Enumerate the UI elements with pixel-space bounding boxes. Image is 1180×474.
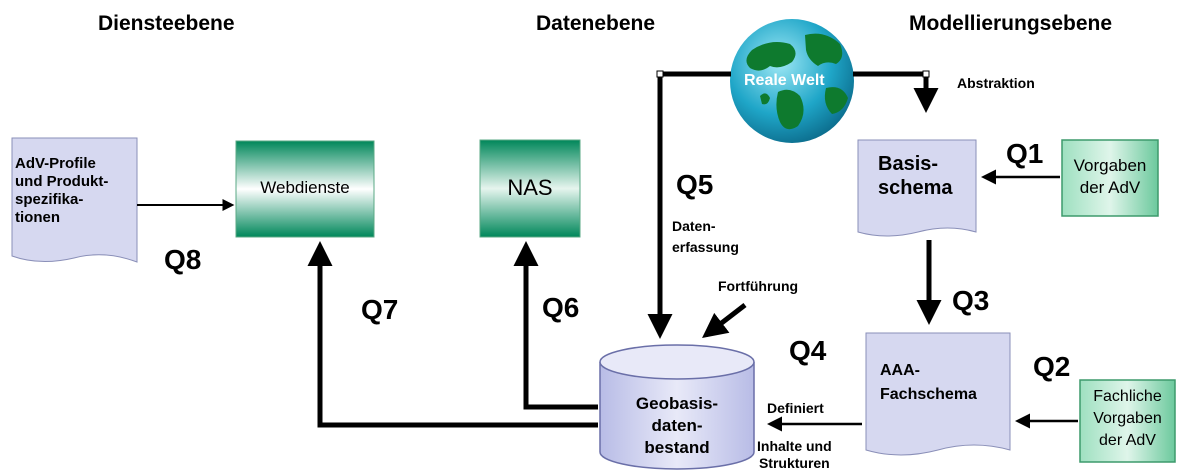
aaa-schema-doc-shape xyxy=(865,332,1011,456)
abstraction-label: Abstraktion xyxy=(957,75,1035,91)
adv-profile-doc-shape xyxy=(11,137,138,263)
adv-profile-line: und Produkt- xyxy=(15,173,109,190)
webservices-label: Webdienste xyxy=(260,178,350,197)
arrow-q7 xyxy=(307,241,598,428)
q2-label: Q2 xyxy=(1033,351,1071,382)
technical-requirements-line: Vorgaben xyxy=(1093,410,1162,427)
basis-schema-doc-shape xyxy=(857,139,977,237)
q7-label: Q7 xyxy=(361,294,399,325)
data-capture-line: erfassung xyxy=(672,239,739,255)
arrow-q5 xyxy=(647,71,731,339)
database-cylinder-shape xyxy=(599,362,755,470)
adv-profile-line: AdV-Profile xyxy=(15,155,96,172)
adv-profile-label: AdV-Profile und Produkt- spezifika- tion… xyxy=(15,155,108,227)
arrow-q6 xyxy=(513,241,598,410)
heading-modelling: Modellierungsebene xyxy=(909,12,1113,35)
q3-label: Q3 xyxy=(952,285,990,316)
nas-box-shape xyxy=(479,139,581,238)
database-cylinder-top xyxy=(599,344,755,380)
q8-label: Q8 xyxy=(164,244,202,275)
adv-requirements-box-shape xyxy=(1061,139,1159,217)
q5-label: Q5 xyxy=(676,169,714,200)
contents-line: Inhalte und xyxy=(757,438,832,454)
technical-requirements-line: der AdV xyxy=(1099,432,1156,449)
heading-services: Diensteebene xyxy=(98,12,235,35)
technical-requirements-line: Fachliche xyxy=(1093,388,1162,405)
q4-label: Q4 xyxy=(789,335,827,366)
globe-icon xyxy=(730,19,854,143)
basis-schema-line: schema xyxy=(878,177,953,199)
connectors xyxy=(137,71,1078,432)
arrow-abstraction xyxy=(853,71,939,113)
database-line: bestand xyxy=(644,438,710,457)
aaa-schema-line: AAA- xyxy=(880,362,920,379)
heading-data: Datenebene xyxy=(536,12,656,35)
defines-label: Definiert xyxy=(767,400,824,416)
technical-requirements-label: Fachliche Vorgaben der AdV xyxy=(1080,386,1175,452)
adv-profile-line: spezifika- xyxy=(15,191,84,208)
contents-line: Strukturen xyxy=(758,455,830,471)
webservices-box-shape xyxy=(235,140,375,238)
technical-requirements-box-shape xyxy=(1079,379,1176,463)
aaa-schema-line: Fachschema xyxy=(880,386,977,403)
adv-requirements-line: der AdV xyxy=(1079,178,1141,197)
adv-profile-line: tionen xyxy=(15,209,60,226)
database-line: Geobasis- xyxy=(635,394,719,413)
adv-requirements-line: Vorgaben xyxy=(1073,156,1147,175)
database-label: Geobasis- daten- bestand xyxy=(600,393,754,459)
update-label: Fortführung xyxy=(718,278,799,294)
adv-requirements-label: Vorgaben der AdV xyxy=(1062,155,1158,199)
nas-label: NAS xyxy=(507,175,553,200)
q6-label: Q6 xyxy=(542,292,580,323)
data-capture-label: Daten- erfassung xyxy=(672,218,739,256)
arrow-update xyxy=(702,303,747,339)
basis-schema-label: Basis- schema xyxy=(878,152,953,200)
corner-marker xyxy=(656,70,664,78)
basis-schema-line: Basis- xyxy=(878,153,939,175)
database-line: daten- xyxy=(651,416,703,435)
corner-marker xyxy=(922,70,930,78)
contents-label: Inhalte und Strukturen xyxy=(757,438,832,472)
aaa-schema-label: AAA- Fachschema xyxy=(880,359,977,407)
data-capture-line: Daten- xyxy=(672,218,716,234)
real-world-label: Reale Welt xyxy=(744,72,825,89)
q1-label: Q1 xyxy=(1006,138,1044,169)
